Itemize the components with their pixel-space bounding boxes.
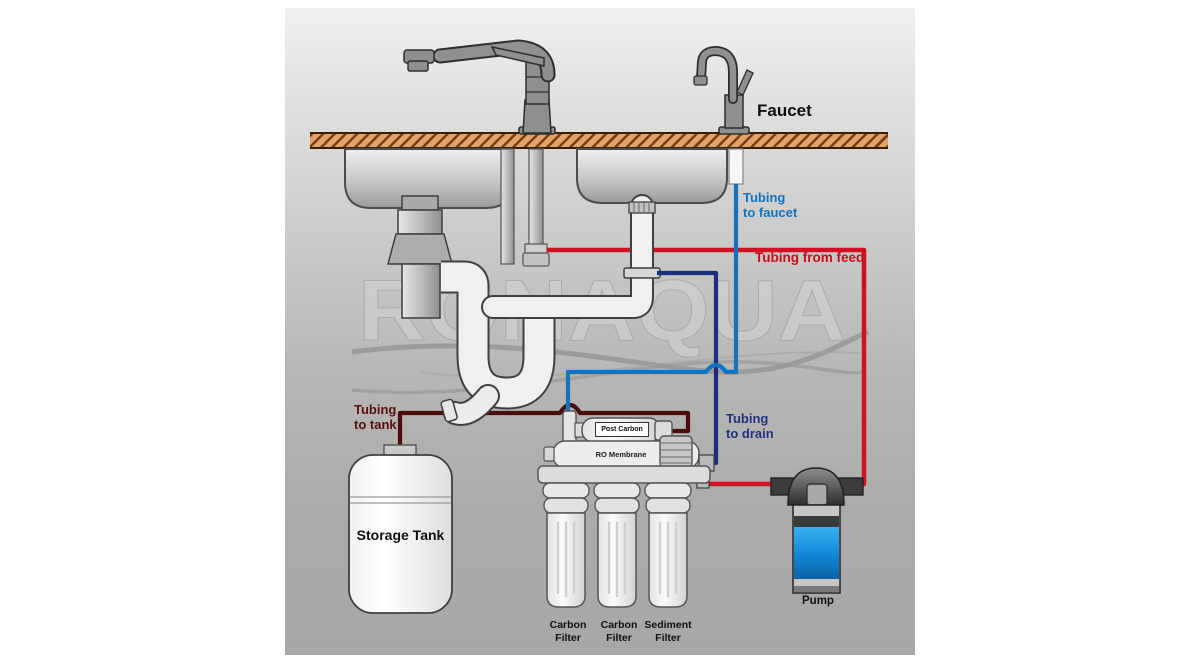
tubing-to-drain-label: Tubing to drain xyxy=(726,411,774,442)
kitchen-faucet xyxy=(403,39,556,135)
sediment-filter xyxy=(644,482,692,608)
supply-pipes xyxy=(500,148,550,267)
carbon-filter-2 xyxy=(593,482,641,608)
sediment-filter-label: Sediment Filter xyxy=(644,619,692,645)
tubing-to-faucet-label: Tubing to faucet xyxy=(743,190,798,221)
garbage-disposal xyxy=(387,195,453,319)
ro-faucet-shank xyxy=(728,148,744,185)
storage-tank xyxy=(348,444,453,614)
booster-pump xyxy=(770,467,864,594)
storage-tank-label: Storage Tank xyxy=(356,527,445,543)
faucet-spout-tip xyxy=(407,60,429,72)
post-carbon-label: Post Carbon xyxy=(595,422,649,437)
tubing-from-feed-label: Tubing from feed xyxy=(755,250,865,265)
ro-faucet xyxy=(693,45,754,185)
faucet-tubing xyxy=(565,184,739,420)
ro-filter-unit xyxy=(537,410,715,608)
faucet-label: Faucet xyxy=(757,101,812,120)
manifold xyxy=(537,465,711,484)
sink-strainer xyxy=(633,203,650,212)
ro-membrane-label: RO Membrane xyxy=(595,450,647,459)
tank-tubing xyxy=(397,402,691,450)
p-trap xyxy=(441,262,554,408)
pump-label: Pump xyxy=(802,595,834,607)
drain-collar xyxy=(623,267,661,279)
feed-valve xyxy=(522,252,550,267)
trap-outlet xyxy=(445,386,498,424)
ro-faucet-handle xyxy=(736,69,754,96)
carbon-filter-1 xyxy=(542,482,590,608)
faucet-handle xyxy=(490,45,545,67)
carbon-filter-2-label: Carbon Filter xyxy=(600,619,638,645)
feed-valve-collar xyxy=(524,243,548,254)
carbon-filter-1-label: Carbon Filter xyxy=(549,619,587,645)
right-sink xyxy=(576,148,728,204)
drain-plumbing xyxy=(440,194,661,426)
tubing-to-tank-label: Tubing to tank xyxy=(354,402,397,433)
drain-pipe xyxy=(483,196,652,317)
